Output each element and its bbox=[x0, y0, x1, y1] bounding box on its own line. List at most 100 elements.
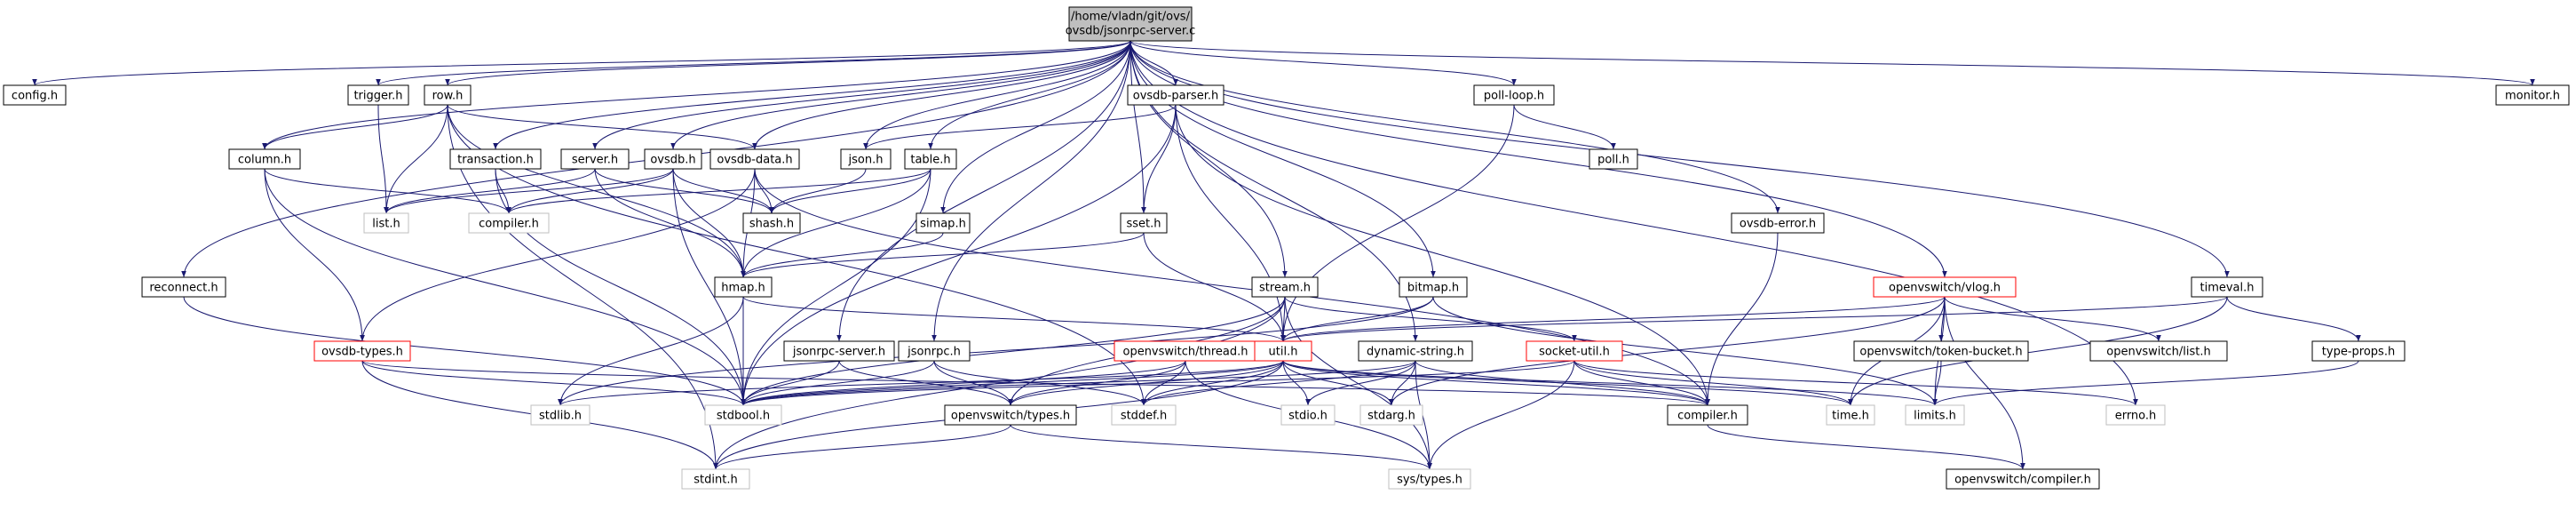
node-box bbox=[944, 404, 1077, 426]
node-box bbox=[1667, 404, 1748, 426]
node-trigger[interactable]: trigger.h bbox=[347, 84, 409, 106]
dependency-edge bbox=[1282, 360, 1938, 406]
node-column[interactable]: column.h bbox=[228, 148, 301, 170]
node-util[interactable]: util.h bbox=[1254, 340, 1312, 362]
node-label: compiler.h bbox=[479, 218, 539, 231]
node-box bbox=[709, 148, 800, 170]
node-reconnect[interactable]: reconnect.h bbox=[141, 276, 226, 298]
node-socketutil[interactable]: socket-util.h bbox=[1526, 340, 1623, 362]
node-label: timeval.h bbox=[2200, 282, 2254, 295]
node-pollloop[interactable]: poll-loop.h bbox=[1473, 84, 1555, 106]
node-ovstypes[interactable]: openvswitch/types.h bbox=[944, 404, 1077, 426]
dependency-edge bbox=[1175, 104, 1286, 342]
node-box bbox=[704, 404, 782, 426]
dependency-edge bbox=[741, 296, 1286, 406]
node-jsonrpcserver[interactable]: jsonrpc-server.h bbox=[783, 340, 895, 362]
node-box bbox=[915, 212, 971, 234]
node-dynstring[interactable]: dynamic-string.h bbox=[1358, 340, 1473, 362]
node-label: errno.h bbox=[2115, 410, 2157, 423]
node-json[interactable]: json.h bbox=[840, 148, 892, 170]
node-simap[interactable]: simap.h bbox=[915, 212, 971, 234]
node-label: reconnect.h bbox=[149, 282, 218, 295]
dependency-edge bbox=[741, 360, 1575, 406]
dependency-edge bbox=[741, 232, 1145, 278]
node-tokenbucket[interactable]: openvswitch/token-bucket.h bbox=[1853, 340, 2029, 362]
node-ovsdbtypes[interactable]: ovsdb-types.h bbox=[313, 340, 411, 362]
node-label: trigger.h bbox=[353, 90, 402, 103]
dependency-edge bbox=[1415, 360, 1710, 406]
node-layer: /home/vladn/git/ovs/ovsdb/jsonrpc-server… bbox=[3, 6, 2570, 490]
node-server[interactable]: server.h bbox=[560, 148, 630, 170]
dependency-edge bbox=[672, 168, 746, 406]
dependency-edge bbox=[1573, 360, 2138, 406]
node-label: compiler.h bbox=[1677, 410, 1738, 423]
node-box bbox=[313, 340, 411, 362]
node-label: stdarg.h bbox=[1367, 410, 1415, 423]
node-timeval[interactable]: timeval.h bbox=[2191, 276, 2263, 298]
node-jsonrpc[interactable]: jsonrpc.h bbox=[898, 340, 971, 362]
dependency-edge bbox=[1143, 232, 1286, 342]
node-hmap[interactable]: hmap.h bbox=[714, 276, 773, 298]
node-box bbox=[681, 468, 750, 490]
dependency-edge bbox=[741, 360, 840, 406]
node-box bbox=[644, 148, 702, 170]
node-stream[interactable]: stream.h bbox=[1251, 276, 1319, 298]
node-box bbox=[742, 212, 801, 234]
node-poll[interactable]: poll.h bbox=[1589, 148, 1638, 170]
node-box bbox=[1905, 404, 1965, 426]
dependency-edge bbox=[741, 360, 1186, 406]
node-bitmap[interactable]: bitmap.h bbox=[1399, 276, 1468, 298]
dependency-edge bbox=[1141, 360, 1416, 406]
dependency-edge bbox=[1129, 40, 1517, 86]
node-vlog[interactable]: openvswitch/vlog.h bbox=[1873, 276, 2017, 298]
node-ovslist[interactable]: openvswitch/list.h bbox=[2089, 340, 2228, 362]
dependency-edge bbox=[447, 104, 718, 470]
node-monitor[interactable]: monitor.h bbox=[2495, 84, 2570, 106]
node-label: poll.h bbox=[1597, 154, 1629, 167]
dependency-edge bbox=[741, 168, 931, 278]
node-box bbox=[1388, 468, 1471, 490]
node-compiler2[interactable]: compiler.h bbox=[1667, 404, 1748, 426]
node-ovsdberror[interactable]: ovsdb-error.h bbox=[1731, 212, 1825, 234]
dependency-edge bbox=[1010, 424, 1432, 470]
dependency-edge bbox=[1129, 40, 1436, 278]
node-label: column.h bbox=[238, 154, 291, 167]
node-label: list.h bbox=[372, 218, 400, 231]
node-box bbox=[424, 84, 472, 106]
node-table[interactable]: table.h bbox=[904, 148, 957, 170]
dependency-edge bbox=[863, 104, 1177, 150]
dependency-edge bbox=[1573, 360, 1710, 406]
node-root[interactable]: /home/vladn/git/ovs/ovsdb/jsonrpc-server… bbox=[1066, 6, 1196, 42]
dependency-edge bbox=[1129, 40, 1146, 214]
dependency-edge bbox=[32, 40, 1131, 86]
node-transaction[interactable]: transaction.h bbox=[449, 148, 542, 170]
node-config[interactable]: config.h bbox=[3, 84, 67, 106]
node-ovsdbparser[interactable]: ovsdb-parser.h bbox=[1127, 84, 1225, 106]
dependency-edge bbox=[933, 360, 1146, 406]
dependency-edge bbox=[1175, 104, 1710, 406]
dependency-edge bbox=[928, 40, 1131, 150]
node-label: openvswitch/types.h bbox=[951, 410, 1070, 423]
node-ovscompiler[interactable]: openvswitch/compiler.h bbox=[1946, 468, 2100, 490]
node-stdarg: stdarg.h bbox=[1359, 404, 1423, 426]
node-label: stdbool.h bbox=[717, 410, 770, 423]
node-shash[interactable]: shash.h bbox=[742, 212, 801, 234]
node-sset[interactable]: sset.h bbox=[1120, 212, 1168, 234]
dependency-edge bbox=[741, 168, 931, 406]
dependency-edge bbox=[1284, 296, 1432, 470]
node-label: openvswitch/vlog.h bbox=[1889, 282, 2001, 295]
dependency-edge bbox=[1008, 360, 1186, 406]
node-label: row.h bbox=[432, 90, 464, 103]
node-box bbox=[1589, 148, 1638, 170]
node-typeprops[interactable]: type-props.h bbox=[2311, 340, 2406, 362]
node-row[interactable]: row.h bbox=[424, 84, 472, 106]
dependency-edge bbox=[1305, 360, 1416, 406]
node-box bbox=[2089, 340, 2228, 362]
node-box bbox=[898, 340, 971, 362]
node-ovsdbdata[interactable]: ovsdb-data.h bbox=[709, 148, 800, 170]
node-thread[interactable]: openvswitch/thread.h bbox=[1114, 340, 1257, 362]
node-stdbool: stdbool.h bbox=[704, 404, 782, 426]
node-ovsdb[interactable]: ovsdb.h bbox=[644, 148, 702, 170]
node-box bbox=[449, 148, 542, 170]
node-stddef: stddef.h bbox=[1111, 404, 1177, 426]
